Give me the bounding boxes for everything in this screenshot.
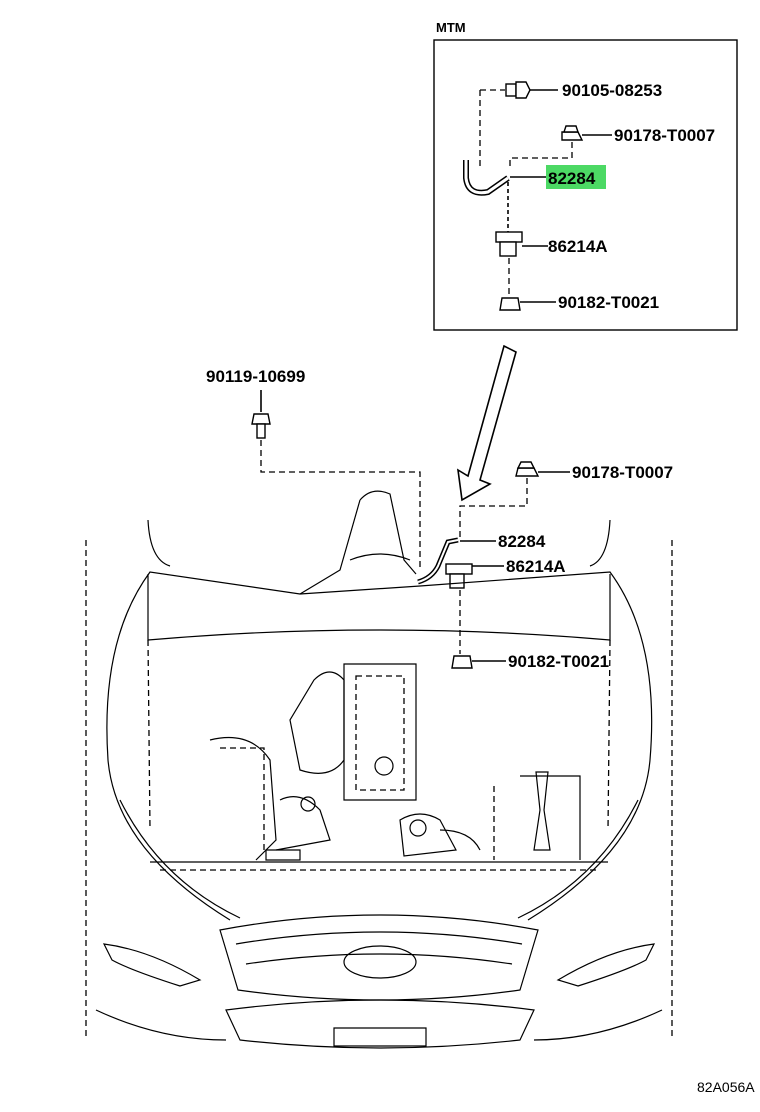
inset-hose-icon [463, 160, 546, 196]
main-bracket-icon [445, 563, 504, 589]
inset-frame [433, 39, 738, 331]
inset-label-bracket[interactable]: 86214A [548, 237, 608, 256]
main-label-bracket[interactable]: 86214A [506, 557, 566, 576]
inset-label-hose[interactable]: 82284 [548, 169, 596, 188]
main-nut-icon [515, 461, 570, 477]
main-clip-icon [451, 655, 506, 669]
main-label-clip[interactable]: 90182-T0021 [508, 652, 609, 671]
diagram-code: 82A056A [697, 1079, 755, 1095]
detail-arrow-icon [456, 344, 517, 502]
vehicle-front-drawing [85, 490, 673, 1049]
inset-hose-highlight [546, 165, 606, 189]
main-label-bolt[interactable]: 90119-10699 [206, 367, 305, 386]
inset-label-bolt: 90105-08253 [562, 81, 662, 100]
inset-label-clip[interactable]: 90182-T0021 [558, 293, 659, 312]
inset-nut-icon [561, 125, 612, 141]
inset-panel: MTM 90105-08253 90178-T0007 82284 [433, 20, 738, 331]
inset-bracket-icon [495, 231, 548, 257]
inset-clip-icon [499, 297, 556, 311]
main-label-hose[interactable]: 82284 [498, 532, 546, 551]
main-bolt-icon [251, 413, 271, 439]
main-hose-icon [417, 537, 496, 585]
inset-title: MTM [436, 20, 466, 35]
inset-label-nut: 90178-T0007 [614, 126, 715, 145]
main-label-nut[interactable]: 90178-T0007 [572, 463, 673, 482]
main-callouts: 90119-10699 90178-T0007 82284 86214A [206, 367, 673, 671]
inset-bolt-icon [480, 81, 558, 99]
